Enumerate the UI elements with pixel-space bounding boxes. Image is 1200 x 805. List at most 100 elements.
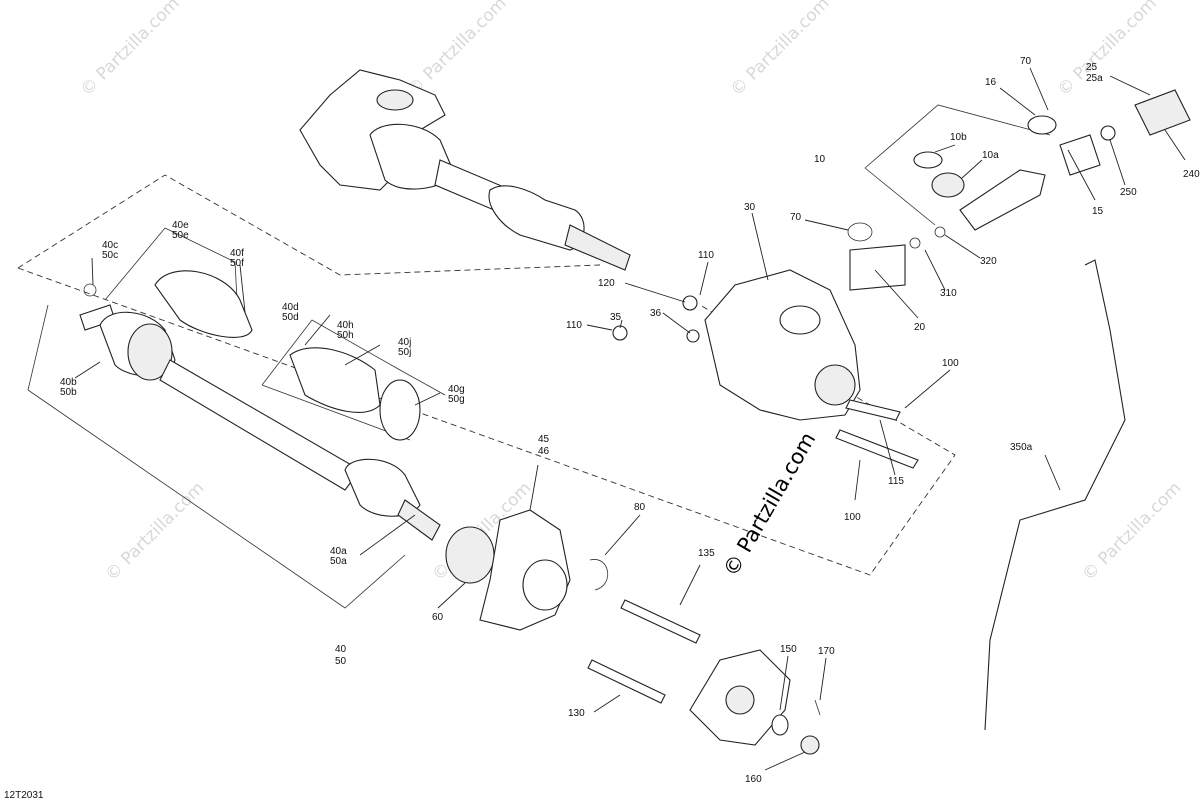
callout-20: 20 <box>914 322 926 333</box>
watermark: © Partzilla.com <box>727 0 834 100</box>
dashed-outline-top <box>17 174 601 276</box>
leader-110b <box>586 324 613 331</box>
leader-10a <box>961 159 983 179</box>
callout-80: 80 <box>634 502 646 513</box>
callout-135: 135 <box>698 548 715 559</box>
vent-hose-350a <box>984 259 1126 731</box>
leader-40b <box>74 361 101 379</box>
callout-40g: 40g <box>448 384 465 395</box>
leader-135 <box>679 564 701 606</box>
leader-40f <box>239 264 246 313</box>
circlip-40c <box>83 283 97 297</box>
leader-16 <box>999 87 1036 116</box>
callout-10a: 10a <box>982 150 999 161</box>
clamp-40g <box>379 379 421 441</box>
fitting-320 <box>934 226 946 238</box>
drive-shaft-tube <box>159 359 361 491</box>
callout-40c: 40c <box>102 240 118 251</box>
leader-15 <box>1067 149 1096 201</box>
callout-100-upper: 100 <box>942 358 959 369</box>
retaining-ring-80 <box>589 559 609 591</box>
cv-boot-40e <box>154 270 253 338</box>
callout-110-lower: 110 <box>566 320 582 331</box>
watermark: © Partzilla.com <box>1079 478 1186 585</box>
outer-cv-joint <box>344 458 421 517</box>
callout-40a: 40a <box>330 546 347 557</box>
callout-150: 150 <box>780 644 797 655</box>
sleeve-25 <box>1134 89 1191 136</box>
callout-350a: 350a <box>1010 442 1033 453</box>
callout-320: 320 <box>980 256 997 267</box>
bolt-100-b <box>845 399 901 421</box>
callout-160: 160 <box>745 774 762 785</box>
leader-40g <box>414 392 441 406</box>
bolts <box>587 599 701 704</box>
callout-labels: 40c 50c 40e 50e 40f 50f 40d 50d 40h 50h … <box>60 56 1200 785</box>
nut-110 <box>682 295 698 311</box>
callout-115: 115 <box>888 476 904 487</box>
callout-35: 35 <box>610 312 622 323</box>
callout-70-lower: 70 <box>790 212 802 223</box>
sleeve-20 <box>849 244 906 291</box>
wheel-bearing-60 <box>445 526 495 584</box>
bolt-130 <box>587 659 666 704</box>
callout-70-upper: 70 <box>1020 56 1032 67</box>
leader-45 <box>529 464 539 511</box>
leader-40c <box>91 257 94 286</box>
callout-50e: 50e <box>172 230 189 241</box>
cv-boot-40h <box>289 347 381 413</box>
leader-100a <box>904 369 951 409</box>
leader-70a <box>804 219 849 231</box>
callout-50f: 50f <box>230 258 244 269</box>
callout-45: 45 <box>538 434 550 445</box>
callout-240: 240 <box>1183 169 1200 180</box>
callout-60: 60 <box>432 612 444 623</box>
callout-40d: 40d <box>282 302 299 313</box>
callout-10: 10 <box>814 154 826 165</box>
wheel-hub-assembly <box>689 649 821 755</box>
watermark: © Partzilla.com <box>1054 0 1161 100</box>
callout-40j: 40j <box>398 337 411 348</box>
input-shaft-assembly <box>913 89 1191 231</box>
watermark: © Partzilla.com <box>404 0 511 100</box>
callout-50: 50 <box>335 656 347 667</box>
leader-80 <box>604 514 641 556</box>
leader-60 <box>437 582 466 609</box>
watermark: © Partzilla.com <box>102 478 209 585</box>
callout-120: 120 <box>598 278 615 289</box>
callout-50b: 50b <box>60 387 77 398</box>
leader-310 <box>924 249 946 291</box>
leader-115 <box>879 419 896 476</box>
differential-input-boss <box>779 305 821 335</box>
leader-100b <box>854 459 861 501</box>
leader-10b <box>934 144 956 153</box>
castle-nut-160 <box>800 735 820 755</box>
callout-50c: 50c <box>102 250 118 261</box>
leader-35 <box>619 319 623 329</box>
outer-splined-stub <box>397 499 441 541</box>
bracket-40 <box>27 389 406 609</box>
ring-10b <box>913 151 943 169</box>
fitting-250 <box>1100 125 1116 141</box>
callout-100-lower: 100 <box>844 512 861 523</box>
callout-250: 250 <box>1120 187 1137 198</box>
callout-170: 170 <box>818 646 835 657</box>
callout-40b: 40b <box>60 377 77 388</box>
leader-40a <box>359 514 416 556</box>
lower-drive-shaft-assembly <box>79 270 441 541</box>
leader-lines <box>74 67 1186 771</box>
leader-110a <box>699 261 709 296</box>
bolt-100-a <box>835 429 919 469</box>
hub-center <box>725 685 755 715</box>
coupler-15 <box>1059 134 1101 176</box>
bracket-10-b <box>864 167 936 226</box>
diagram-id: 12T2031 <box>4 790 44 801</box>
callout-40e: 40e <box>172 220 189 231</box>
bracket-10 <box>864 104 1051 169</box>
callout-25a: 25a <box>1086 73 1103 84</box>
leader-320 <box>944 234 981 259</box>
callout-30: 30 <box>744 202 756 213</box>
callout-46: 46 <box>538 446 550 457</box>
